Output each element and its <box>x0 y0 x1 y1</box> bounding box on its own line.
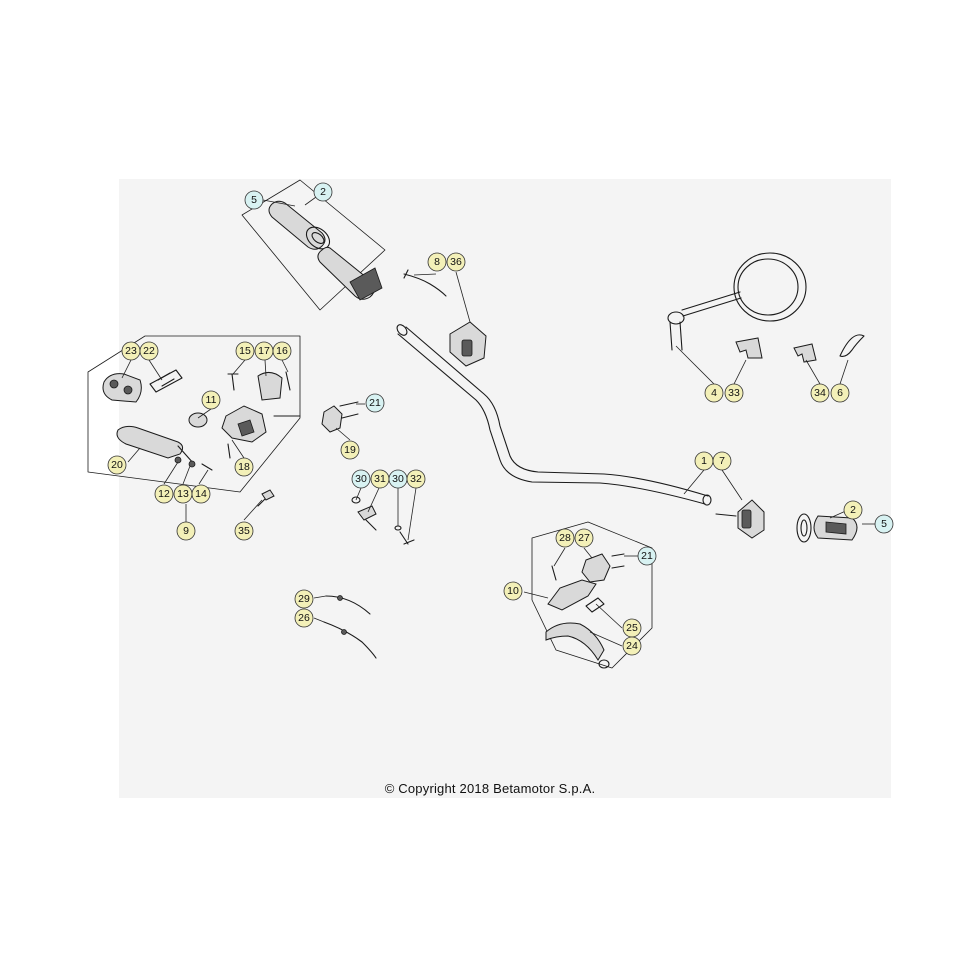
callout-25: 25 <box>622 618 642 638</box>
callout-1: 1 <box>694 451 714 471</box>
svg-text:23: 23 <box>125 345 137 357</box>
callout-26: 26 <box>294 608 314 628</box>
svg-text:27: 27 <box>578 532 590 544</box>
callout-10: 10 <box>503 581 523 601</box>
svg-text:29: 29 <box>298 593 310 605</box>
svg-text:25: 25 <box>626 622 638 634</box>
callout-2: 2 <box>843 500 863 520</box>
callout-19: 19 <box>340 440 360 460</box>
svg-text:2: 2 <box>850 504 856 516</box>
callout-31: 31 <box>370 469 390 489</box>
callout-15: 15 <box>235 341 255 361</box>
cable-adjusters <box>351 496 415 545</box>
callout-33: 33 <box>724 383 744 403</box>
svg-text:16: 16 <box>276 345 288 357</box>
callout-13: 13 <box>173 484 193 504</box>
callout-5: 5 <box>874 514 894 534</box>
left-throttle-grip <box>268 200 383 301</box>
callout-8: 8 <box>427 252 447 272</box>
svg-text:31: 31 <box>374 473 386 485</box>
callout-29: 29 <box>294 589 314 609</box>
callout-32: 32 <box>406 469 426 489</box>
svg-text:35: 35 <box>238 525 250 537</box>
callouts: 5 2 8 36 23 22 15 17 16 11 21 19 20 18 1… <box>107 182 894 656</box>
callout-2: 2 <box>313 182 333 202</box>
callout-18: 18 <box>234 457 254 477</box>
callout-4: 4 <box>704 383 724 403</box>
svg-text:6: 6 <box>837 387 843 399</box>
svg-text:5: 5 <box>881 518 887 530</box>
svg-text:8: 8 <box>434 256 440 268</box>
svg-text:26: 26 <box>298 612 310 624</box>
svg-text:4: 4 <box>711 387 717 399</box>
svg-text:33: 33 <box>728 387 740 399</box>
callout-35: 35 <box>234 521 254 541</box>
svg-text:1: 1 <box>701 455 707 467</box>
svg-text:21: 21 <box>641 550 653 562</box>
callout-34: 34 <box>810 383 830 403</box>
callout-28: 28 <box>555 528 575 548</box>
svg-text:15: 15 <box>239 345 251 357</box>
svg-text:19: 19 <box>344 444 356 456</box>
svg-text:18: 18 <box>238 461 250 473</box>
callout-21: 21 <box>637 546 657 566</box>
callout-16: 16 <box>272 341 292 361</box>
front-brake-master-cylinder <box>102 369 301 471</box>
svg-text:36: 36 <box>450 256 462 268</box>
svg-text:12: 12 <box>158 488 170 500</box>
svg-text:14: 14 <box>195 488 207 500</box>
svg-text:32: 32 <box>410 473 422 485</box>
callout-17: 17 <box>254 341 274 361</box>
callout-20: 20 <box>107 455 127 475</box>
cables <box>323 595 377 659</box>
callout-30: 30 <box>351 469 371 489</box>
svg-text:11: 11 <box>206 394 217 406</box>
svg-text:34: 34 <box>814 387 826 399</box>
handlebar <box>396 324 712 506</box>
mirror <box>667 252 807 351</box>
svg-text:30: 30 <box>355 473 367 485</box>
svg-text:22: 22 <box>143 345 155 357</box>
callout-23: 23 <box>121 341 141 361</box>
right-switch-and-grip <box>715 499 858 543</box>
callout-11: 11 <box>201 390 221 410</box>
svg-text:13: 13 <box>177 488 189 500</box>
callout-36: 36 <box>446 252 466 272</box>
svg-text:28: 28 <box>559 532 571 544</box>
left-switch <box>403 269 487 367</box>
leader-lines <box>121 191 876 647</box>
callout-21: 21 <box>365 393 385 413</box>
mirror-clamps <box>735 334 865 363</box>
svg-text:5: 5 <box>251 194 257 206</box>
callout-24: 24 <box>622 636 642 656</box>
svg-text:2: 2 <box>320 186 326 198</box>
callout-14: 14 <box>191 484 211 504</box>
svg-text:10: 10 <box>507 585 519 597</box>
svg-text:20: 20 <box>111 459 123 471</box>
bolt <box>257 489 275 507</box>
svg-text:9: 9 <box>183 525 189 537</box>
svg-text:17: 17 <box>258 345 270 357</box>
front-brake-group-outline <box>87 335 301 493</box>
svg-text:24: 24 <box>626 640 638 652</box>
left-grip-group-outline <box>241 179 386 311</box>
svg-text:30: 30 <box>392 473 404 485</box>
brake-clamp <box>321 401 359 433</box>
callout-5: 5 <box>244 190 264 210</box>
callout-22: 22 <box>139 341 159 361</box>
callout-12: 12 <box>154 484 174 504</box>
callout-30: 30 <box>388 469 408 489</box>
svg-text:7: 7 <box>719 455 725 467</box>
callout-6: 6 <box>830 383 850 403</box>
callout-7: 7 <box>712 451 732 471</box>
clutch-lever-assembly <box>545 553 625 669</box>
callout-9: 9 <box>176 521 196 541</box>
diagram-panel <box>119 179 891 798</box>
copyright-text: © Copyright 2018 Betamotor S.p.A. <box>384 781 596 796</box>
svg-text:21: 21 <box>369 397 381 409</box>
callout-27: 27 <box>574 528 594 548</box>
